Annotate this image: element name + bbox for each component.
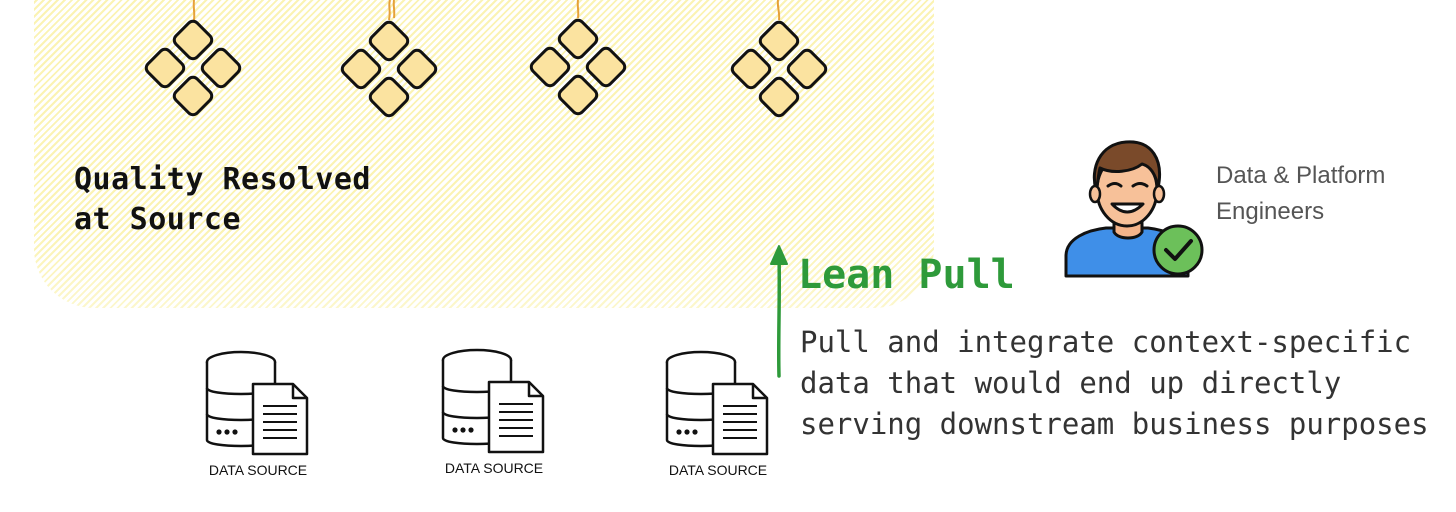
database-document-icon — [205, 350, 309, 456]
persona-label-line1: Data & Platform — [1216, 162, 1386, 189]
data-source-3: DATA SOURCE — [653, 348, 783, 478]
data-source-label: DATA SOURCE — [444, 460, 544, 476]
data-product-cluster-icon — [340, 0, 438, 118]
data-source-label: DATA SOURCE — [668, 462, 768, 478]
data-product-cluster-icon — [144, 0, 242, 117]
lean-pull-description-line: Pull and integrate context-specific — [800, 325, 1412, 359]
zone-title-line1: Quality Resolved — [74, 162, 371, 197]
data-source-2: DATA SOURCE — [429, 346, 559, 476]
persona-label: Data & Platform Engineers — [1216, 158, 1385, 230]
lean-pull-title: Lean Pull — [798, 252, 1015, 298]
zone-title: Quality Resolved at Source — [74, 160, 371, 240]
lean-pull-description: Pull and integrate context-specific data… — [800, 322, 1440, 445]
database-document-icon — [441, 348, 545, 454]
data-product-cluster-icon — [730, 0, 828, 118]
persona-label-line2: Engineers — [1216, 198, 1325, 225]
quality-zone-fade — [34, 230, 934, 310]
lean-pull-description-line: data that would end up directly — [800, 366, 1342, 400]
data-source-label: DATA SOURCE — [208, 462, 308, 478]
data-product-cluster-icon — [529, 0, 627, 116]
zone-title-line2: at Source — [74, 202, 242, 237]
engineer-avatar-icon — [1064, 140, 1204, 278]
lean-pull-description-line: serving downstream business purposes — [800, 407, 1429, 441]
database-document-icon — [665, 350, 769, 456]
up-arrow-icon — [770, 245, 788, 378]
data-source-1: DATA SOURCE — [193, 348, 323, 478]
